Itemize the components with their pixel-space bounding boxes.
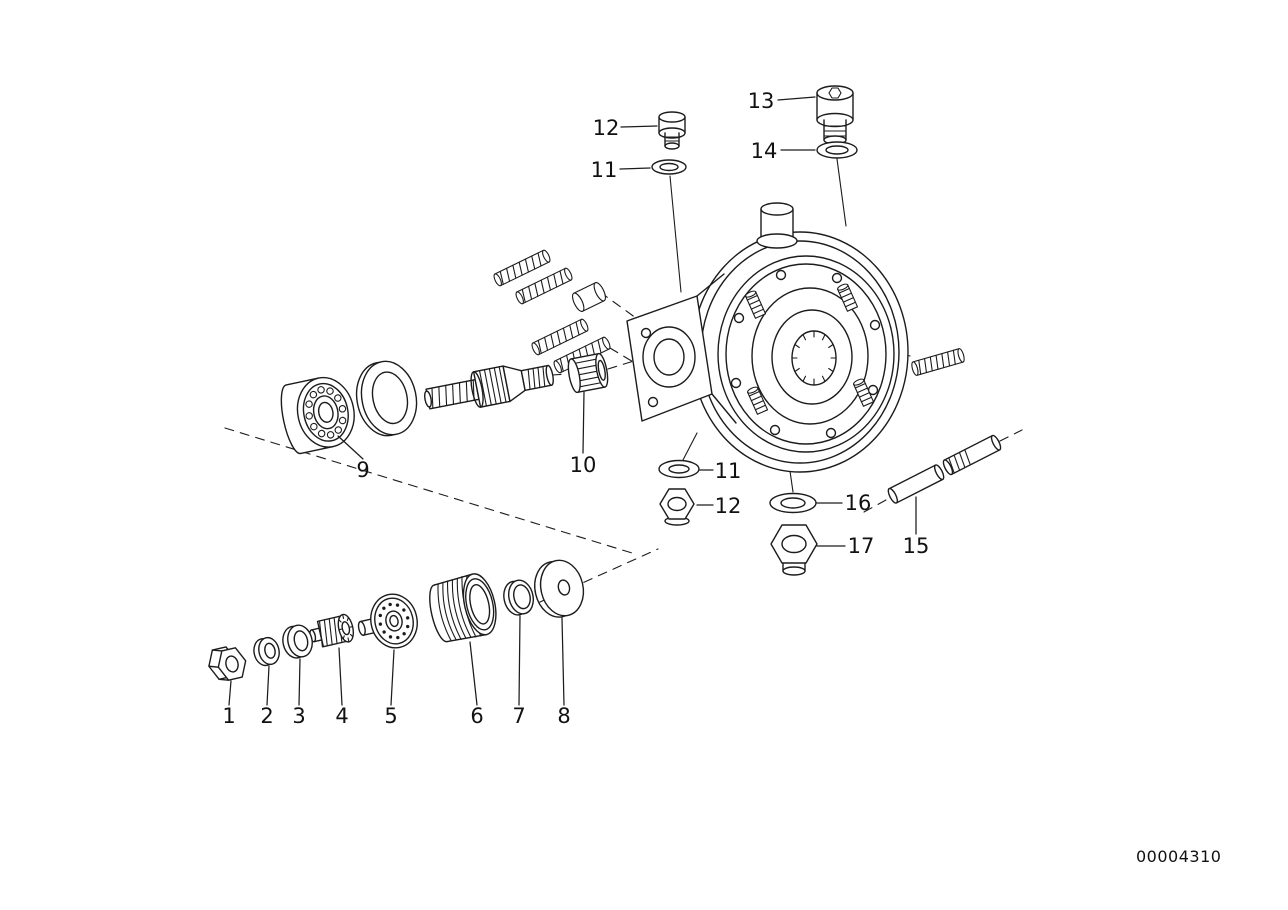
axis-lines — [669, 158, 847, 493]
part-5-bearing — [357, 593, 418, 649]
callout-14: 14 — [750, 139, 778, 163]
diagram-number: 00004310 — [1136, 847, 1222, 866]
callout-12-lower: 12 — [714, 494, 742, 518]
callout-4: 4 — [335, 704, 349, 728]
callout-3: 3 — [292, 704, 306, 728]
washer-14 — [816, 141, 858, 159]
part-7-ring — [503, 579, 535, 616]
callout-16: 16 — [844, 491, 872, 515]
part-3-ring — [282, 624, 313, 659]
pinion-carrier-neck — [626, 273, 737, 424]
washer-16 — [769, 492, 817, 514]
plug-17 — [770, 524, 818, 576]
part-8-washer — [534, 559, 585, 618]
part-2-washer — [253, 636, 280, 667]
differential-housing — [691, 231, 909, 473]
part-4-splined-gear — [309, 613, 355, 648]
plug-13 — [816, 85, 854, 145]
flange-bolt-holes — [730, 269, 881, 439]
leader-lines — [228, 96, 917, 706]
part-1-nut — [208, 646, 247, 681]
callout-2: 2 — [260, 704, 274, 728]
part-10-bearing — [567, 352, 609, 394]
callout-11-top: 11 — [590, 158, 618, 182]
callout-6: 6 — [470, 704, 484, 728]
shim-ring — [355, 360, 418, 437]
flange-studs — [745, 283, 875, 415]
stud-right — [911, 348, 965, 376]
callout-1: 1 — [222, 704, 236, 728]
callout-10: 10 — [569, 453, 597, 477]
bolt-12-lower — [659, 488, 695, 526]
part-9-bearing — [280, 376, 355, 455]
pinion-shaft — [423, 364, 554, 410]
plug-12-top — [658, 111, 686, 150]
part-6-threaded-cover — [429, 573, 497, 643]
callout-15: 15 — [902, 534, 930, 558]
callout-11-lower: 11 — [714, 459, 742, 483]
washer-11-lower — [658, 459, 700, 479]
callout-8: 8 — [557, 704, 571, 728]
callout-7: 7 — [512, 704, 526, 728]
housing-top-plug — [756, 202, 798, 249]
callout-9: 9 — [356, 458, 370, 482]
callout-13: 13 — [747, 89, 775, 113]
dowel-pins-15 — [887, 434, 1002, 504]
callout-17: 17 — [847, 534, 875, 558]
spacer-sleeve — [571, 282, 607, 312]
callout-5: 5 — [384, 704, 398, 728]
hub-spline-ticks — [791, 330, 837, 386]
washer-11-top — [651, 159, 687, 175]
callout-12-top: 12 — [592, 116, 620, 140]
